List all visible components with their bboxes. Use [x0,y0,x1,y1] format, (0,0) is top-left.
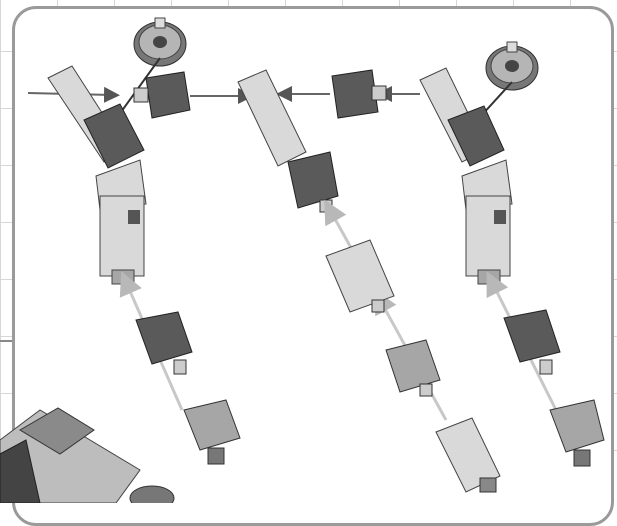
hinge-bracket-icon [435,417,501,493]
left-arm-assembly [47,65,147,285]
middle-arm-assembly [237,69,339,213]
assembled-arm-preview [0,407,175,503]
block-icon [133,71,191,119]
block-icon [331,69,387,119]
clip-icon [183,399,241,465]
clip-icon [549,399,605,467]
assembly-diagram [0,17,605,503]
block-icon [325,239,395,313]
joint-block-icon [503,309,561,375]
joint-block-icon [135,311,193,375]
pulley-icon [469,41,539,129]
clip-icon [385,339,441,397]
right-arm-assembly [419,67,513,285]
grid-divider [0,340,14,342]
